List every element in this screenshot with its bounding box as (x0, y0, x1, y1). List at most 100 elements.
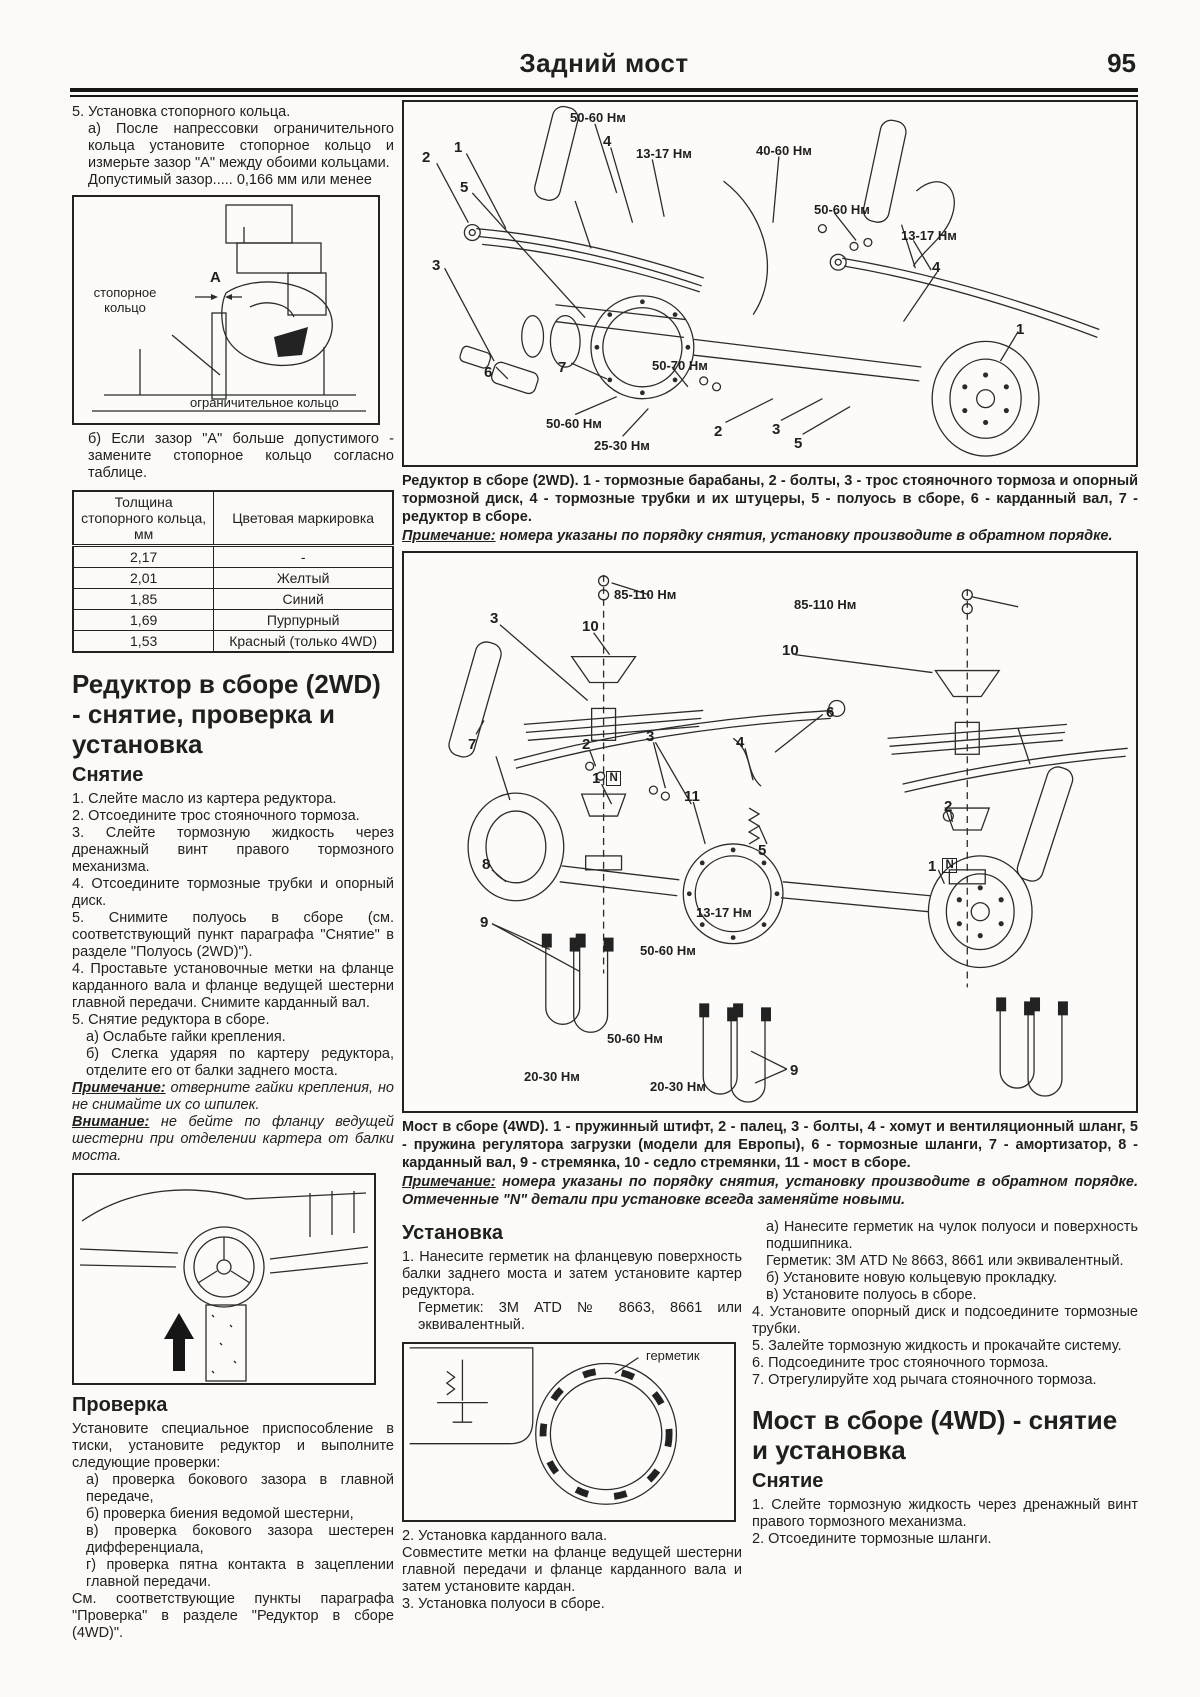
callout-number: 2 (582, 736, 591, 753)
check-item: б) проверка биения ведомой шестерни, (86, 1506, 354, 1522)
figure-axle-4wd: 85-110 Нм 85-110 Нм 13-17 Нм 50-60 Нм 50… (402, 551, 1138, 1113)
callout-number: 3 (432, 257, 441, 274)
figure-2-caption: Мост в сборе (4WD). 1 - пружинный штифт,… (402, 1119, 1138, 1171)
install-left-column: Установка 1. Нанесите герметик на фланце… (402, 1219, 742, 1613)
removal-4wd-step: 2. Отсоедините тормозные шланги. (752, 1531, 992, 1547)
callout-number: 1 (592, 770, 601, 787)
table-row: 2,17 - (72, 545, 394, 568)
page-title: Задний мост (519, 48, 689, 78)
page-header: Задний мост 95 (70, 48, 1138, 79)
callout-number: 2 (944, 798, 953, 815)
snap-ring-drawing (92, 204, 366, 412)
callout-letter-n: N (606, 771, 622, 786)
axle-support-drawing (79, 1189, 369, 1382)
cell-thickness: 2,17 (72, 545, 215, 568)
reducer-2wd-drawing (436, 105, 1100, 457)
removal-step: 4. Отсоедините тормозные трубки и опорны… (72, 876, 394, 909)
left-column: 5. Установка стопорного кольца. а) После… (72, 104, 394, 1642)
subheading-check: Проверка (72, 1394, 168, 1416)
cell-color: Синий (213, 588, 394, 610)
right-column: 50-60 Нм 13-17 Нм 40-60 Нм 50-60 Нм 13-1… (402, 100, 1138, 1613)
install-substep-a: а) Нанесите герметик на чулок полуоси и … (766, 1219, 1138, 1252)
callout-number: 2 (714, 423, 723, 440)
removal-step: 2. Отсоедините трос стояночного тормоза. (72, 808, 360, 824)
torque-label: 20-30 Нм (524, 1069, 580, 1084)
removal-step: 5. Снятие редуктора в сборе. (72, 1012, 270, 1028)
col-color-header: Цветовая маркировка (213, 490, 394, 547)
table-row: 1,69 Пурпурный (72, 609, 394, 631)
torque-label: 50-60 Нм (570, 110, 626, 125)
callout-number: 7 (468, 736, 477, 753)
check-item: в) проверка бокового зазора шестерен диф… (86, 1523, 394, 1556)
removal-step: 5. Снимите полуось в сборе (см. соответс… (72, 910, 394, 960)
cell-color: Желтый (213, 567, 394, 589)
removal-step: 4. Проставьте установочные метки на флан… (72, 961, 394, 1011)
bottom-columns: Установка 1. Нанесите герметик на фланце… (402, 1219, 1138, 1613)
callout-number: 3 (646, 728, 655, 745)
callout-number: 7 (558, 359, 567, 376)
warning-text: не бейте по фланцу ведущей шестерни при … (72, 1114, 394, 1164)
callout-number: 6 (826, 704, 835, 721)
callout-number: 5 (794, 435, 803, 452)
page-number: 95 (1107, 48, 1136, 78)
warning-label: Внимание: (72, 1114, 150, 1130)
torque-label: 50-60 Нм (546, 416, 602, 431)
figure-axle-support (72, 1173, 376, 1385)
install-step-1: 1. Нанесите герметик на фланцевую поверх… (402, 1249, 742, 1299)
table-row: 2,01 Желтый (72, 567, 394, 589)
gap-a-label: A (210, 269, 221, 286)
warning-flange: Внимание: не бейте по фланцу ведущей шес… (72, 1114, 394, 1165)
cell-color: Пурпурный (213, 609, 394, 631)
check-item: г) проверка пятна контакта в зацеплении … (86, 1557, 394, 1590)
check-item: а) проверка бокового зазора в главной пе… (86, 1472, 394, 1505)
torque-label: 85-110 Нм (794, 597, 857, 612)
sealant-drawing (409, 1347, 678, 1505)
torque-label: 85-110 Нм (614, 587, 677, 602)
table-row: 1,53 Красный (только 4WD) (72, 630, 394, 653)
callout-number: 1 (1016, 321, 1025, 338)
cell-thickness: 2,01 (72, 567, 215, 589)
note-text: номера указаны по порядку снятия, устано… (402, 1174, 1138, 1208)
allowed-gap-spec: Допустимый зазор..... 0,166 мм или менее (88, 172, 372, 188)
install-step-2-text: Совместите метки на фланце ведущей шесте… (402, 1545, 742, 1595)
note-label: Примечание: (402, 1174, 496, 1190)
callout-number: 10 (782, 642, 799, 659)
callout-number: 2 (422, 149, 431, 166)
cell-thickness: 1,53 (72, 630, 215, 653)
cell-thickness: 1,85 (72, 588, 215, 610)
callout-number: 3 (490, 610, 499, 627)
removal-4wd-step: 1. Слейте тормозную жидкость через дрена… (752, 1497, 1138, 1530)
section-heading-axle-4wd: Мост в сборе (4WD) - снятие и установка (752, 1405, 1118, 1465)
cell-color: Красный (только 4WD) (213, 630, 394, 653)
sealant-spec-2: Герметик: 3М ATD № 8663, 8661 или эквива… (766, 1253, 1124, 1269)
install-right-column: а) Нанесите герметик на чулок полуоси и … (752, 1219, 1138, 1613)
table-row: 1,85 Синий (72, 588, 394, 610)
step-5-title: 5. Установка стопорного кольца. (72, 104, 291, 120)
install-substep-b: б) Установите новую кольцевую прокладку. (766, 1270, 1058, 1286)
sealant-spec: Герметик: 3М ATD № 8663, 8661 или эквива… (418, 1300, 742, 1333)
callout-number: 8 (482, 856, 491, 873)
callout-number: 6 (484, 364, 493, 381)
cell-thickness: 1,69 (72, 609, 215, 631)
subheading-install: Установка (402, 1222, 503, 1244)
callout-number: 3 (772, 421, 781, 438)
callout-number: 4 (603, 133, 612, 150)
sealant-label: герметик (646, 1348, 700, 1363)
removal-substep: а) Ослабьте гайки крепления. (86, 1029, 286, 1045)
install-step-7: 7. Отрегулируйте ход рычага стояночного … (752, 1372, 1097, 1388)
callout-number: 11 (684, 788, 700, 805)
torque-label: 20-30 Нм (650, 1079, 706, 1094)
note-label: Примечание: (402, 528, 496, 544)
figure-1-caption: Редуктор в сборе (2WD). 1 - тормозные ба… (402, 473, 1138, 525)
callout-letter-n: N (942, 858, 958, 873)
section-heading-reducer-2wd: Редуктор в сборе (2WD) - снятие, проверк… (72, 669, 381, 759)
note-label: Примечание: (72, 1080, 166, 1096)
note-nuts: Примечание: отверните гайки крепления, н… (72, 1080, 394, 1114)
torque-label: 25-30 Нм (594, 438, 650, 453)
torque-label: 50-60 Нм (607, 1031, 663, 1046)
install-step-3: 3. Установка полуоси в сборе. (402, 1596, 605, 1612)
snap-ring-table: Толщина стопорного кольца, мм Цветовая м… (72, 490, 394, 653)
callout-number: 1 (928, 858, 937, 875)
install-step-2: 2. Установка карданного вала. (402, 1528, 607, 1544)
